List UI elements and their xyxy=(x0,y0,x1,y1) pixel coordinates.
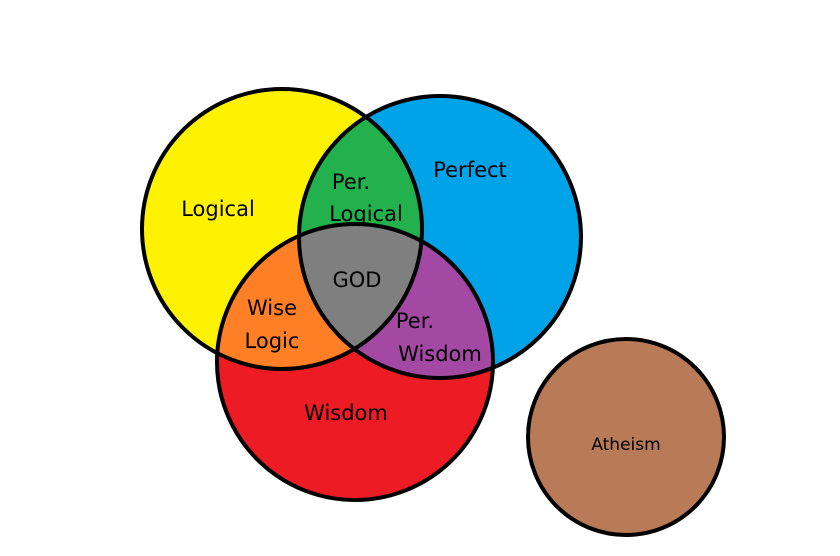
atheism-circle xyxy=(526,337,726,537)
per-wisdom-label-line1: Per. xyxy=(396,309,434,333)
god-label: GOD xyxy=(333,268,382,292)
logical-outline xyxy=(140,87,424,371)
wise-logic-label-line1: Wise xyxy=(247,296,297,320)
logical-label: Logical xyxy=(181,197,255,221)
wise-logic-label-line2: Logic xyxy=(245,329,300,353)
perfect-label: Perfect xyxy=(433,158,507,182)
wisdom-outline xyxy=(215,222,495,502)
per-wisdom-label-line2: Wisdom xyxy=(398,342,482,366)
per-logical-label-line1: Per. xyxy=(332,170,370,194)
per-logical-label-line2: Logical xyxy=(329,202,403,226)
wisdom-label: Wisdom xyxy=(304,401,388,425)
atheism-label: Atheism xyxy=(591,435,660,455)
